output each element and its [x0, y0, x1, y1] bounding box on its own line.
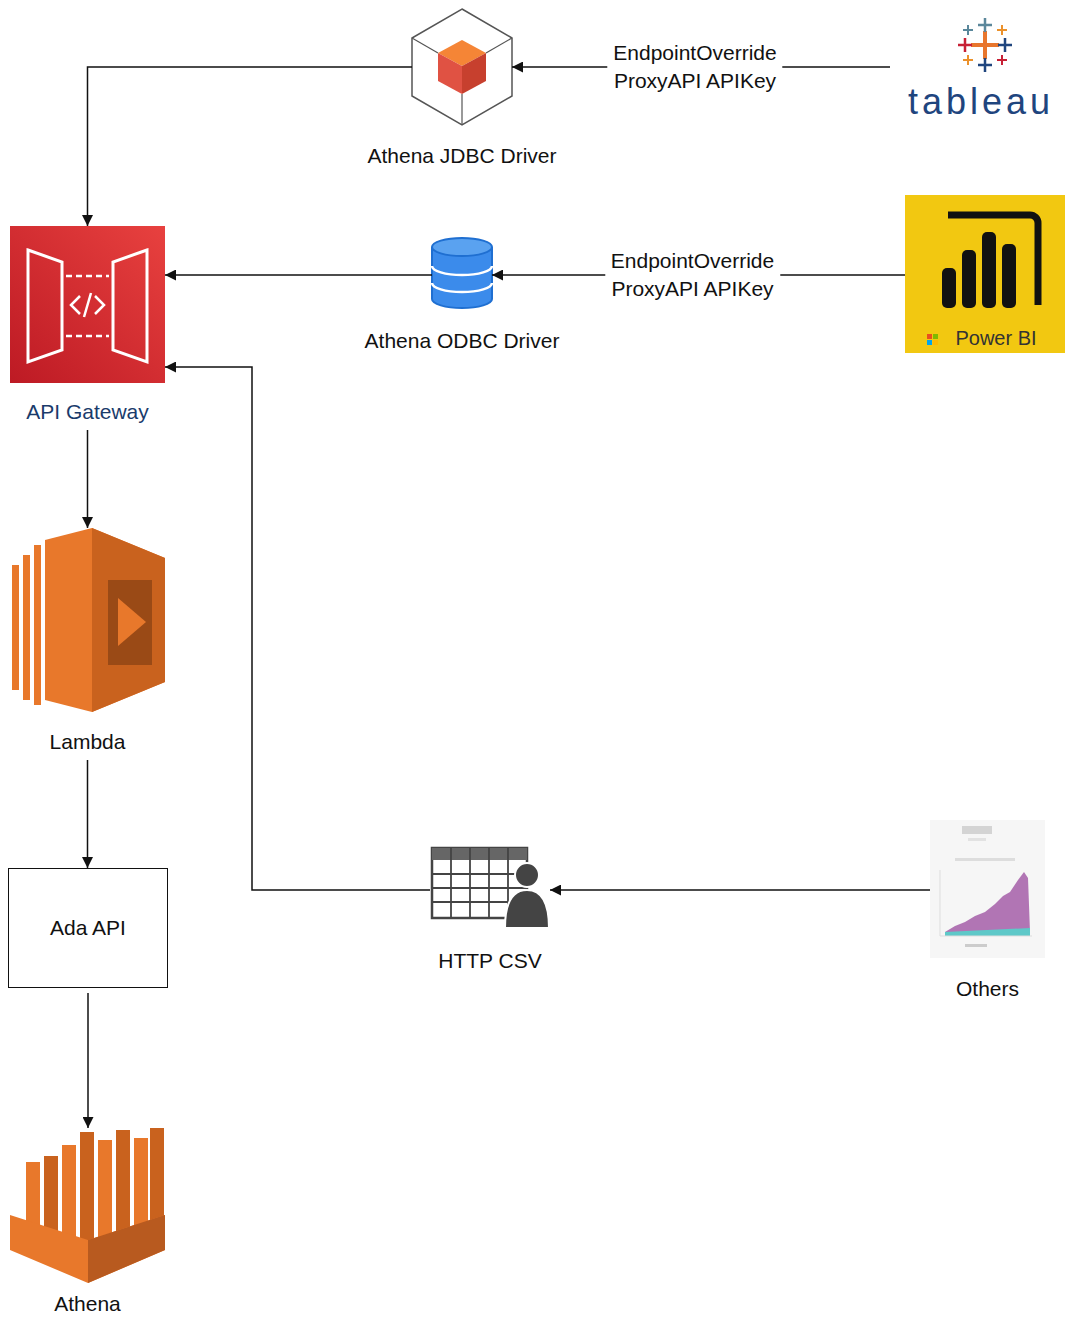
node-label: HTTP CSV	[438, 948, 541, 974]
connector-arrow	[87, 993, 89, 1128]
odbc-driver-icon	[432, 238, 492, 308]
athena-icon	[10, 1128, 165, 1283]
node-label: Others	[956, 976, 1019, 1002]
csv-node: HTTP CSV	[430, 845, 550, 923]
powerbi-logo	[905, 195, 1065, 353]
node-label: Athena	[54, 1291, 121, 1317]
tableau-logo-mark	[958, 18, 1012, 72]
connector-arrow	[165, 367, 430, 890]
tableau-node: tableau	[890, 18, 1072, 122]
node-label: Lambda	[50, 729, 126, 755]
others-node: Others	[930, 820, 1045, 958]
chart-thumbnail	[930, 820, 1045, 958]
node-label: API Gateway	[26, 399, 149, 425]
driver-node: Athena JDBC Driver	[412, 10, 512, 125]
http-csv-icon	[432, 848, 549, 928]
driver-node: Athena ODBC Driver	[432, 238, 492, 312]
powerbi-node: Power BI	[905, 195, 1065, 353]
connector-arrow	[550, 889, 930, 891]
api-gateway-icon	[10, 226, 165, 383]
node-label: Athena JDBC Driver	[367, 143, 556, 169]
process-box: Ada API	[8, 868, 168, 988]
node-label: tableau	[908, 82, 1054, 122]
gateway-node: API Gateway	[10, 226, 165, 383]
connector-arrow	[88, 67, 413, 226]
edge-label: EndpointOverride ProxyAPI APIKey	[605, 246, 780, 304]
connector-arrow	[87, 430, 89, 528]
node-label: Power BI	[955, 326, 1036, 350]
connector-arrow	[165, 274, 432, 276]
lambda-node: Lambda	[10, 528, 165, 712]
jdbc-driver-icon	[412, 9, 512, 125]
connector-arrow	[87, 760, 89, 868]
node-label: Athena ODBC Driver	[365, 328, 560, 354]
node-label: Ada API	[50, 915, 126, 941]
lambda-icon	[12, 528, 165, 712]
edge-label: EndpointOverride ProxyAPI APIKey	[607, 38, 782, 96]
athena-node: Athena	[10, 1128, 165, 1283]
